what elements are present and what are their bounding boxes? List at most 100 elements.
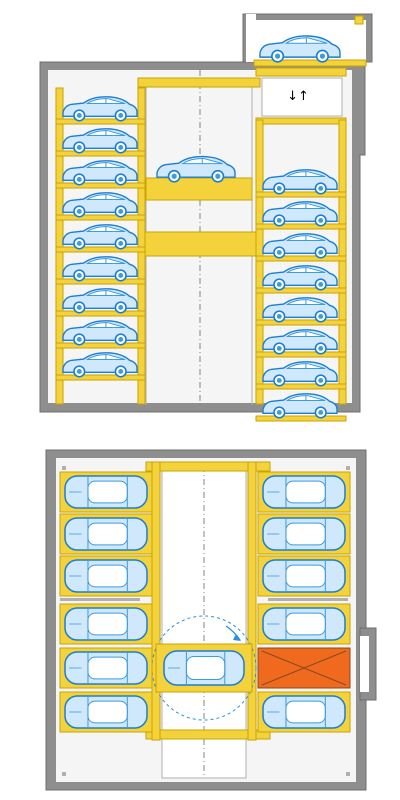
up-down-arrows-icon: ↓↑ bbox=[287, 89, 309, 104]
car-cabin bbox=[285, 522, 326, 546]
car-wheel-hub bbox=[118, 369, 124, 374]
left-rack-post bbox=[55, 87, 64, 405]
right-rack-shelf bbox=[255, 415, 347, 422]
right-rack-shelf bbox=[255, 223, 347, 230]
right-rack-car bbox=[262, 329, 338, 355]
left-rack-car bbox=[62, 256, 138, 282]
corner-mark bbox=[62, 466, 66, 470]
car-cabin bbox=[285, 700, 326, 724]
left-bay-car bbox=[64, 695, 148, 729]
car-wheel-hub bbox=[276, 314, 282, 319]
plan-shaft-rail bbox=[247, 461, 257, 741]
car-wheel-hub bbox=[276, 410, 282, 415]
car-wheel-hub bbox=[76, 305, 82, 310]
entrance-signal-light bbox=[354, 15, 364, 25]
left-rack-car bbox=[62, 288, 138, 314]
plan-view bbox=[45, 449, 377, 791]
car-cabin bbox=[87, 656, 128, 680]
entrance-opening bbox=[246, 14, 256, 62]
car-wheel-hub bbox=[118, 241, 124, 246]
upper-right-beam bbox=[255, 67, 347, 77]
car-wheel-hub bbox=[276, 378, 282, 383]
left-rack-shelf bbox=[55, 214, 146, 221]
right-parking-rack bbox=[255, 119, 347, 422]
car-wheel-hub bbox=[276, 186, 282, 191]
corner-mark bbox=[62, 772, 66, 776]
car-wheel-hub bbox=[76, 209, 82, 214]
corner-mark bbox=[346, 466, 350, 470]
lift-counter-block bbox=[139, 231, 261, 257]
car-wheel-hub bbox=[76, 337, 82, 342]
left-bay-car bbox=[64, 559, 148, 593]
left-rack-shelf bbox=[55, 342, 146, 349]
car-wheel-hub bbox=[318, 250, 324, 255]
car-wheel-hub bbox=[171, 173, 177, 179]
car-cabin bbox=[87, 564, 128, 588]
left-rack-shelf bbox=[55, 182, 146, 189]
left-bay-car bbox=[64, 651, 148, 685]
car-wheel-hub bbox=[318, 218, 324, 223]
right-rack-car bbox=[262, 361, 338, 387]
corner-mark bbox=[346, 772, 350, 776]
car-wheel-hub bbox=[318, 282, 324, 287]
left-rack-car bbox=[62, 352, 138, 378]
car-wheel-hub bbox=[118, 305, 124, 310]
plan-top-beam bbox=[145, 461, 271, 472]
car-wheel-hub bbox=[318, 314, 324, 319]
right-rack-shelf bbox=[255, 255, 347, 262]
right-rack-post bbox=[255, 119, 264, 405]
right-rack-car bbox=[262, 297, 338, 323]
left-rack-shelf bbox=[55, 278, 146, 285]
x-cross-icon-stroke bbox=[261, 650, 347, 686]
car-wheel-hub bbox=[276, 282, 282, 287]
right-rack-car bbox=[262, 233, 338, 259]
car-cabin bbox=[285, 480, 326, 504]
car-cabin bbox=[87, 480, 128, 504]
left-rack-car bbox=[62, 192, 138, 218]
left-bay-car bbox=[64, 517, 148, 551]
car-wheel-hub bbox=[319, 53, 326, 59]
left-rack-post bbox=[137, 87, 146, 405]
car-wheel-hub bbox=[118, 273, 124, 278]
car-wheel-hub bbox=[276, 218, 282, 223]
left-rack-shelf bbox=[55, 150, 146, 157]
car-cabin bbox=[87, 522, 128, 546]
car-wheel-hub bbox=[76, 273, 82, 278]
elevation-view bbox=[39, 13, 373, 422]
left-rack-shelf bbox=[55, 310, 146, 317]
left-rack-car bbox=[62, 96, 138, 122]
right-rack-shelf bbox=[255, 287, 347, 294]
left-bay-car bbox=[64, 475, 148, 509]
left-bay-car bbox=[64, 607, 148, 641]
car-wheel-hub bbox=[76, 145, 82, 150]
right-rack-shelf bbox=[255, 191, 347, 198]
car-wheel-hub bbox=[318, 186, 324, 191]
left-bay-divider bbox=[60, 598, 140, 601]
plan-bottom-beam bbox=[145, 729, 271, 740]
right-rack-car bbox=[262, 169, 338, 195]
right-rack-shelf bbox=[255, 319, 347, 326]
lift-platform-car bbox=[156, 155, 236, 183]
right-rack-post bbox=[338, 119, 347, 405]
right-rack-shelf bbox=[255, 351, 347, 358]
car-wheel-hub bbox=[276, 346, 282, 351]
car-wheel-hub bbox=[118, 113, 124, 118]
right-bay-divider bbox=[268, 598, 348, 601]
rotation-arrow-head bbox=[233, 634, 241, 641]
left-rack-shelf bbox=[55, 374, 146, 381]
lift-carriage bbox=[145, 177, 253, 201]
car-wheel-hub bbox=[318, 410, 324, 415]
car-wheel-hub bbox=[76, 113, 82, 118]
car-wheel-hub bbox=[76, 241, 82, 246]
car-wheel-hub bbox=[118, 337, 124, 342]
left-rack-car bbox=[62, 128, 138, 154]
right-rack-car bbox=[262, 393, 338, 419]
right-bay-car bbox=[262, 607, 346, 641]
right-rack-car bbox=[262, 201, 338, 227]
right-rack-car bbox=[262, 265, 338, 291]
blocked-bay bbox=[257, 647, 351, 689]
entrance-car bbox=[259, 35, 341, 63]
lift-top-beam bbox=[137, 77, 261, 88]
